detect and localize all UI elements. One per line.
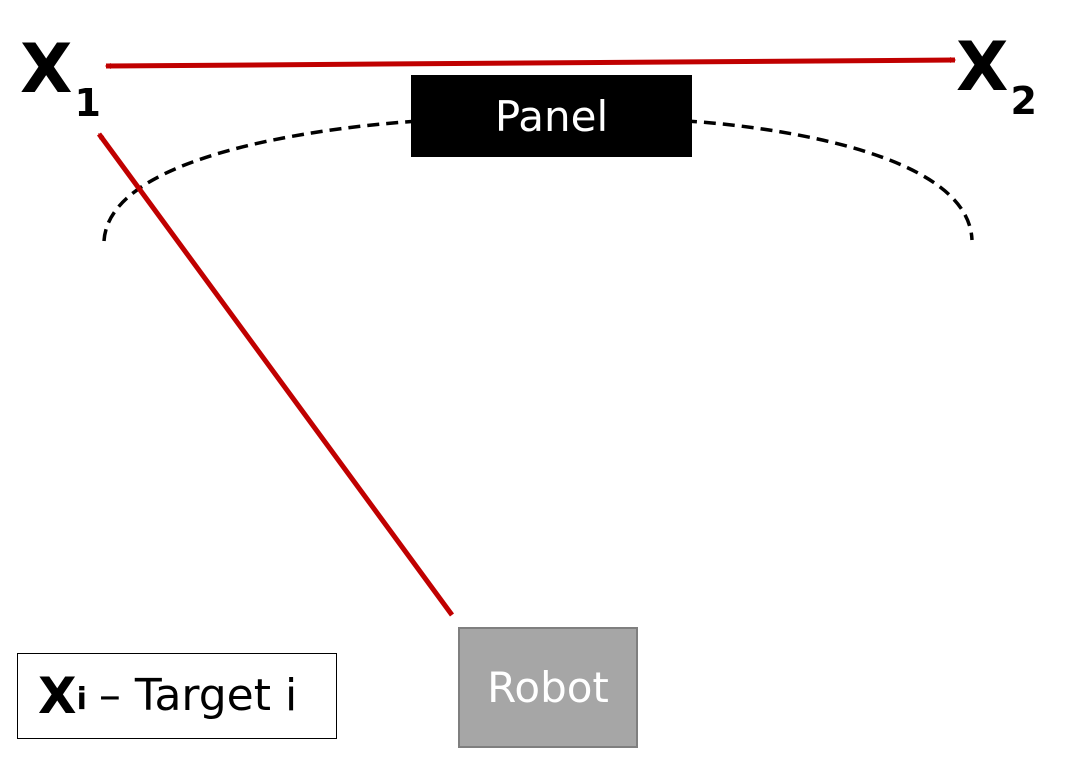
target-x2-subscript: 2 <box>1010 79 1037 123</box>
legend-symbol: X <box>38 667 77 725</box>
target-x1-subscript: 1 <box>74 81 101 125</box>
target-x1-label: X1 <box>20 36 101 123</box>
panel-boundary-arc <box>102 119 974 242</box>
robot-box: Robot <box>458 627 638 748</box>
legend-symbol-subscript: i <box>76 682 87 717</box>
panel-box: Panel <box>411 75 692 157</box>
target-x2-label: X2 <box>956 34 1037 121</box>
legend-text: – Target i <box>98 670 298 721</box>
target-x1-symbol: X <box>20 30 73 109</box>
x1-x2-double-arrow <box>104 57 957 69</box>
robot-to-x1-arrow <box>96 132 455 617</box>
target-x2-symbol: X <box>956 28 1009 107</box>
